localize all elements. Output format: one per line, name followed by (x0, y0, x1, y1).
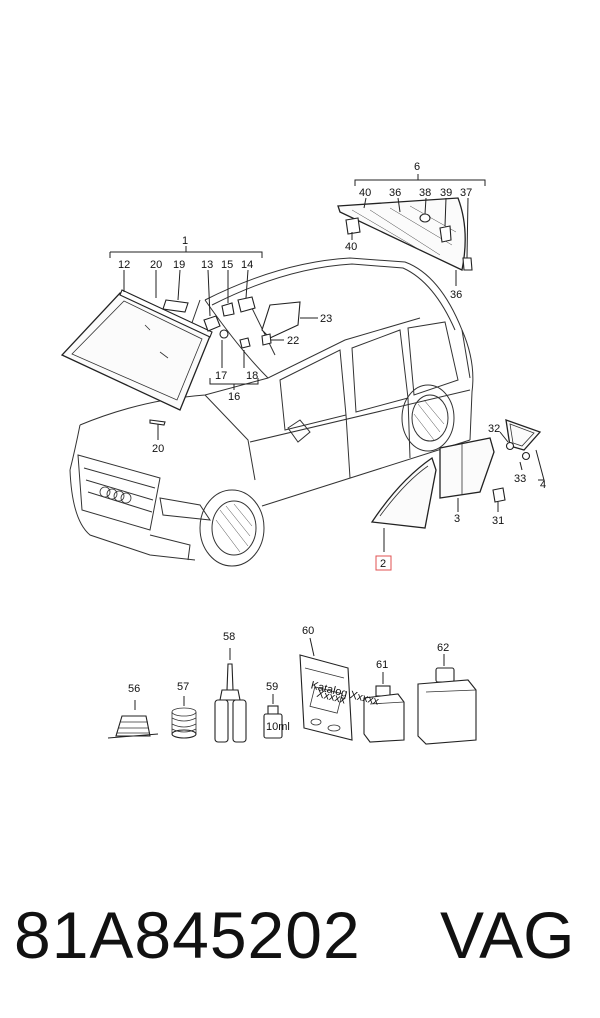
bolt-31 (492, 487, 506, 512)
car-outline (69, 257, 474, 567)
primer-bottle-59 (263, 694, 283, 739)
callout-32: 32 (488, 423, 500, 435)
door-glass-3 (439, 437, 495, 512)
callout-15: 15 (221, 259, 233, 271)
callout-20a: 20 (150, 259, 162, 271)
callout-31: 31 (492, 515, 504, 527)
callout-40b: 40 (345, 241, 357, 253)
callout-13: 13 (201, 259, 213, 271)
callout-2: 2 (380, 558, 386, 570)
bracket-1 (109, 246, 263, 258)
rear-window-assembly (337, 197, 473, 271)
windshield-assembly (60, 289, 301, 426)
callout-36a: 36 (389, 187, 401, 199)
door-glass-2 (370, 456, 437, 552)
callout-23: 23 (320, 313, 332, 325)
highlight-box (375, 555, 392, 571)
callout-19: 19 (173, 259, 185, 271)
callout-61: 61 (376, 659, 388, 671)
callout-62: 62 (437, 642, 449, 654)
callout-59: 59 (266, 681, 278, 693)
callout-4: 4 (540, 479, 546, 491)
callout-39: 39 (440, 187, 452, 199)
bracket-6 (354, 174, 486, 186)
brand-name: VAG (440, 898, 575, 972)
part-number: 81A845202 (14, 898, 361, 972)
callout-18: 18 (246, 370, 258, 382)
callout-14: 14 (241, 259, 253, 271)
callout-60: 60 (302, 625, 314, 637)
wire-coil-57 (171, 696, 197, 739)
callout-56: 56 (128, 683, 140, 695)
callout-37: 37 (460, 187, 472, 199)
bracket-16 (209, 378, 259, 390)
fixed-glass-4 (499, 419, 545, 481)
callout-33: 33 (514, 473, 526, 485)
callout-36b: 36 (450, 289, 462, 301)
bracket-4 (535, 449, 545, 481)
cord-spool-56 (107, 700, 159, 739)
callout-40a: 40 (359, 187, 371, 199)
callout-1: 1 (182, 235, 188, 247)
callout-17: 17 (215, 370, 227, 382)
caption-bar: 81A845202 VAG (0, 880, 600, 990)
callout-16: 16 (228, 391, 240, 403)
repair-kit-package-60 (299, 637, 353, 741)
cleaner-bottle-62 (417, 654, 477, 745)
cleaner-bottle-61 (363, 672, 405, 743)
callout-20b: 20 (152, 443, 164, 455)
bottle-volume-text: 10ml (266, 721, 290, 733)
callout-12: 12 (118, 259, 130, 271)
adhesive-applicator-58 (214, 648, 247, 743)
callout-57: 57 (177, 681, 189, 693)
callout-58: 58 (223, 631, 235, 643)
callout-6: 6 (414, 161, 420, 173)
callout-22: 22 (287, 335, 299, 347)
callout-3: 3 (454, 513, 460, 525)
callout-38: 38 (419, 187, 431, 199)
